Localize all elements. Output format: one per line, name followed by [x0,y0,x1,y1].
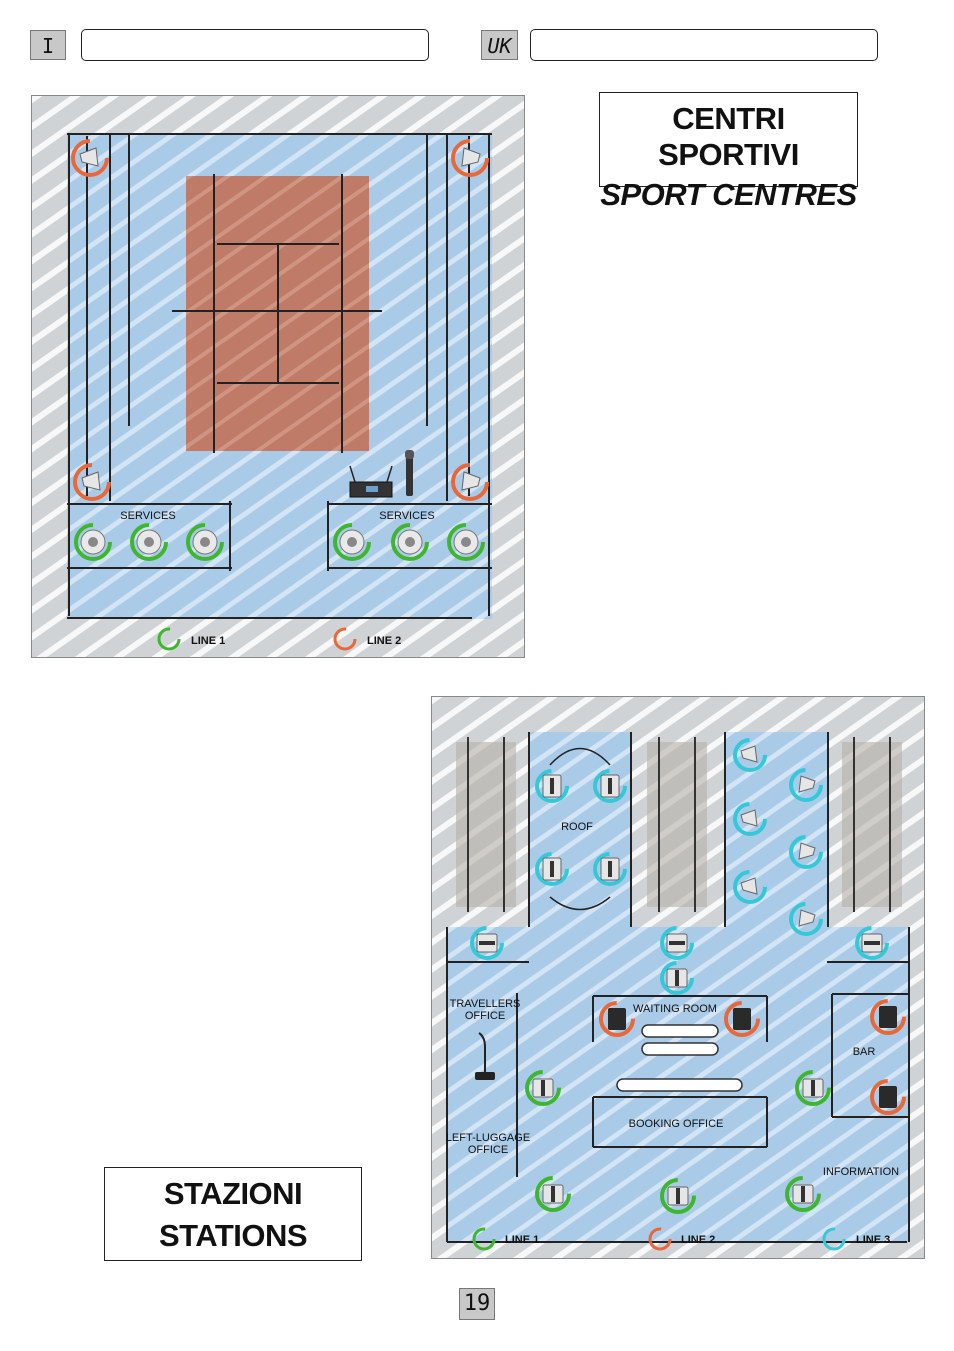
roof-speaker-3 [535,852,569,886]
lang-tag-italian: I [30,30,66,60]
desk-microphone-icon [475,1032,495,1080]
legend-line-1-label: LINE 1 [505,1234,539,1246]
handheld-microphone-icon [405,450,414,496]
waiting-room-speaker-right [724,1001,760,1037]
left-luggage-label-2: OFFICE [468,1144,508,1156]
roof-speaker-2 [593,769,627,803]
waiting-room-speaker-left [599,1001,635,1037]
stations-title-italian: STAZIONI [163,1176,303,1211]
sport-title-english: SPORT CENTRES [600,177,857,212]
left-luggage-speaker [525,1070,561,1106]
italian-text-field[interactable] [81,29,429,61]
exit-speaker-right [785,1176,821,1212]
legend-line-3 [822,1227,846,1251]
concourse-speaker-middle [660,926,694,960]
legend-line-1 [472,1227,496,1251]
sport-centre-plan: SERVICES SERVICES [31,95,525,658]
stations-title-english: STATIONS [158,1218,308,1253]
legend-line-1-swatch-icon [472,1227,496,1251]
legend-line-2 [648,1227,672,1251]
side-lanes [67,133,492,616]
legend-line-2-swatch-icon [648,1227,672,1251]
platform-horn-2 [733,802,767,836]
ceiling-speaker-services-right-3 [447,523,485,561]
horn-speaker-top-left [71,139,109,177]
stations-title: STAZIONI STATIONS [104,1167,362,1261]
sport-centres-title: CENTRI SPORTIVI SPORT CENTRES [599,92,858,212]
horn-speaker-bottom-right [451,463,489,501]
court-lines [172,174,382,453]
services-rooms [67,501,492,619]
legend-line-2 [333,627,357,651]
legend-line-3-swatch-icon [822,1227,846,1251]
ceiling-speaker-services-left-3 [186,523,224,561]
platform-horn-3 [733,870,767,904]
legend-line-2-swatch-icon [333,627,357,651]
bar-label: BAR [853,1046,876,1058]
booking-office-label: BOOKING OFFICE [629,1118,724,1130]
lang-tag-english: UK [481,30,518,60]
legend-line-1 [157,627,181,651]
rail-track-middle [647,737,707,912]
legend-line-3-label: LINE 3 [856,1234,890,1246]
travellers-office-label-1: TRAVELLERS [450,998,521,1010]
roof-speaker-4 [593,852,627,886]
ceiling-speaker-services-right-1 [333,523,371,561]
roof-arcs [549,747,611,911]
horn-speaker-top-right [451,139,489,177]
legend-line-1-label: LINE 1 [191,635,225,647]
waiting-room-label: WAITING ROOM [633,1003,717,1015]
rail-track-right [842,737,902,912]
booking-office-speaker [795,1070,831,1106]
left-luggage-label-1: LEFT-LUGGAGE [446,1132,530,1144]
ceiling-speaker-services-left-2 [130,523,168,561]
waiting-room-seating [616,1024,743,1092]
platform-horn-4 [789,768,823,802]
exit-speaker-left [535,1176,571,1212]
legend-line-1-swatch-icon [157,627,181,651]
roof-speaker-1 [535,769,569,803]
travellers-office-label-2: OFFICE [465,1010,505,1022]
rail-tracks [456,737,902,912]
exit-speaker-middle [660,1178,696,1214]
page-number: 19 [459,1288,495,1320]
wireless-receiver-icon [349,465,393,498]
legend-line-2-label: LINE 2 [681,1234,715,1246]
station-walls [446,732,910,1243]
rail-track-left [456,737,516,912]
sport-title-italian: CENTRI SPORTIVI [658,101,799,172]
ceiling-speaker-services-left-1 [74,523,112,561]
platform-horn-5 [789,835,823,869]
services-label-left: SERVICES [120,510,175,522]
roof-label: ROOF [561,821,593,833]
station-plan: ROOF TRAVELLERS OFFICE WAITING ROOM BAR … [431,696,925,1259]
horn-speaker-bottom-left [73,463,111,501]
legend-line-2-label: LINE 2 [367,635,401,647]
concourse-speaker-waiting [660,961,694,995]
platform-horn-6 [789,902,823,936]
information-label: INFORMATION [823,1166,899,1178]
english-text-field[interactable] [530,29,878,61]
platform-horn-1 [733,738,767,772]
concourse-speaker-left [470,926,504,960]
concourse-speaker-right [855,926,889,960]
ceiling-speaker-services-right-2 [391,523,429,561]
bar-speaker-top [870,999,906,1035]
services-label-right: SERVICES [379,510,434,522]
bar-speaker-bottom [870,1079,906,1115]
